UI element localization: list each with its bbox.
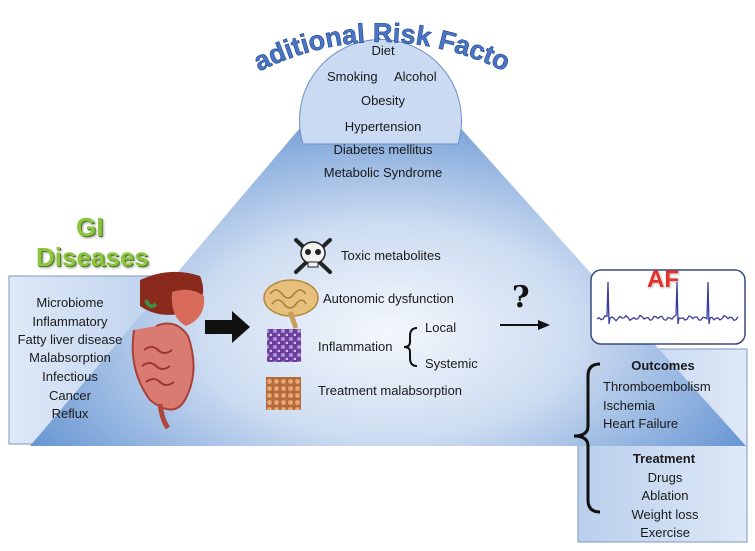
gi-item-inflammatory: Inflammatory (32, 314, 108, 329)
outcome-heart-failure: Heart Failure (603, 416, 679, 431)
risk-diet: Diet (371, 43, 395, 58)
ecg-box (590, 269, 746, 345)
gi-item-cancer: Cancer (49, 388, 91, 403)
arrow-head-icon (538, 320, 550, 330)
intestinal-villi-icon (266, 377, 301, 410)
traditional-risk-circle (299, 39, 462, 145)
mechanism-local: Local (425, 320, 457, 335)
af-title: AF (647, 266, 679, 293)
mechanism-inflammation: Inflammation (318, 339, 393, 354)
mechanism-treatment-malabsorption: Treatment malabsorption (318, 383, 463, 398)
inflammation-histology-icon (267, 329, 301, 362)
risk-smoking: Smoking (327, 69, 378, 84)
diseases-title: Diseases (36, 242, 149, 272)
gi-title: GI (76, 212, 104, 242)
treatment-ablation: Ablation (641, 488, 689, 503)
treatment-header: Treatment (632, 451, 696, 466)
treatment-weight-loss: Weight loss (631, 507, 699, 522)
mechanism-toxic-metabolites: Toxic metabolites (341, 248, 441, 263)
outcome-thromboembolism: Thromboembolism (603, 379, 711, 394)
mechanism-autonomic: Autonomic dysfunction (323, 291, 454, 306)
risk-alcohol: Alcohol (394, 69, 437, 84)
treatment-drugs: Drugs (647, 470, 683, 485)
mechanism-systemic: Systemic (425, 356, 478, 371)
digestive-organs-icon (131, 271, 205, 430)
gi-item-reflux: Reflux (51, 406, 89, 421)
brain-icon (263, 279, 319, 329)
risk-obesity: Obesity (360, 93, 406, 108)
risk-diabetes: Diabetes mellitus (333, 142, 433, 157)
gi-item-malabsorption: Malabsorption (29, 350, 111, 365)
treatment-exercise: Exercise (640, 525, 690, 540)
black-arrow-icon (205, 311, 250, 343)
question-mark: ? (512, 280, 530, 315)
outcomes-header: Outcomes (631, 358, 695, 373)
ecg-trace (596, 281, 739, 325)
outcomes-bracket (573, 362, 601, 514)
outcome-ischemia: Ischemia (603, 398, 656, 413)
skull-crossbones-icon (294, 238, 332, 274)
central-triangle (30, 36, 746, 446)
risk-hypertension: Hypertension (344, 119, 422, 134)
gi-item-microbiome: Microbiome (36, 295, 104, 310)
gi-item-fatty-liver: Fatty liver disease (17, 332, 123, 347)
gi-item-infectious: Infectious (42, 369, 98, 384)
inflammation-brace (403, 327, 418, 367)
risk-metabolic-syndrome: Metabolic Syndrome (323, 165, 443, 180)
